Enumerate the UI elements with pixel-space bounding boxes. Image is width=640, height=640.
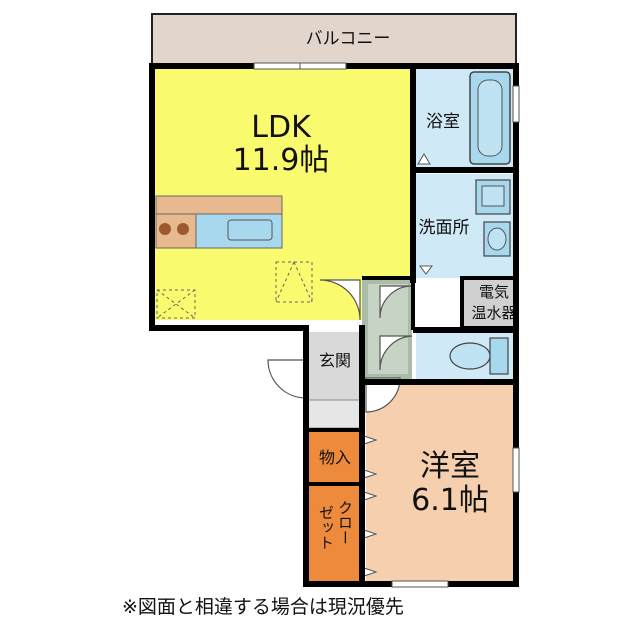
- closet: [308, 486, 362, 584]
- door-swings: [267, 279, 413, 413]
- storage-label: 物入: [319, 448, 351, 467]
- closet-door-marks: [363, 153, 433, 577]
- water-heater-label-2: 温水器: [471, 304, 516, 322]
- toilet-bowl: [449, 342, 491, 370]
- stove-burner-icon: [177, 223, 189, 235]
- balcony-label: バルコニー: [306, 29, 391, 49]
- inner-walls: [306, 276, 415, 486]
- walls: [149, 63, 519, 587]
- stove-burner-icon: [159, 223, 171, 235]
- windows: [253, 62, 520, 588]
- footer-note: ※図面と相違する場合は現況優先: [122, 596, 404, 618]
- closet-label-col-1: クロー: [336, 500, 354, 545]
- ldk-size: 11.9帖: [233, 143, 330, 178]
- closet-label-col-2: ゼット: [317, 505, 335, 550]
- water-heater-label-1: 電気: [479, 283, 509, 301]
- kitchen-counter: [155, 195, 283, 249]
- balcony: [151, 13, 517, 65]
- washroom-label: 洗面所: [419, 218, 470, 238]
- bath-label: 浴室: [426, 112, 460, 132]
- toilet-tank: [489, 337, 509, 375]
- western-room-name: 洋室: [420, 449, 480, 484]
- western-room: [366, 384, 516, 584]
- western-room-size: 6.1帖: [411, 483, 489, 518]
- ldk-name: LDK: [251, 110, 312, 145]
- ldk-dashed-box: [156, 261, 313, 319]
- entrance-label: 玄関: [319, 351, 351, 370]
- storage-closet: [308, 432, 362, 482]
